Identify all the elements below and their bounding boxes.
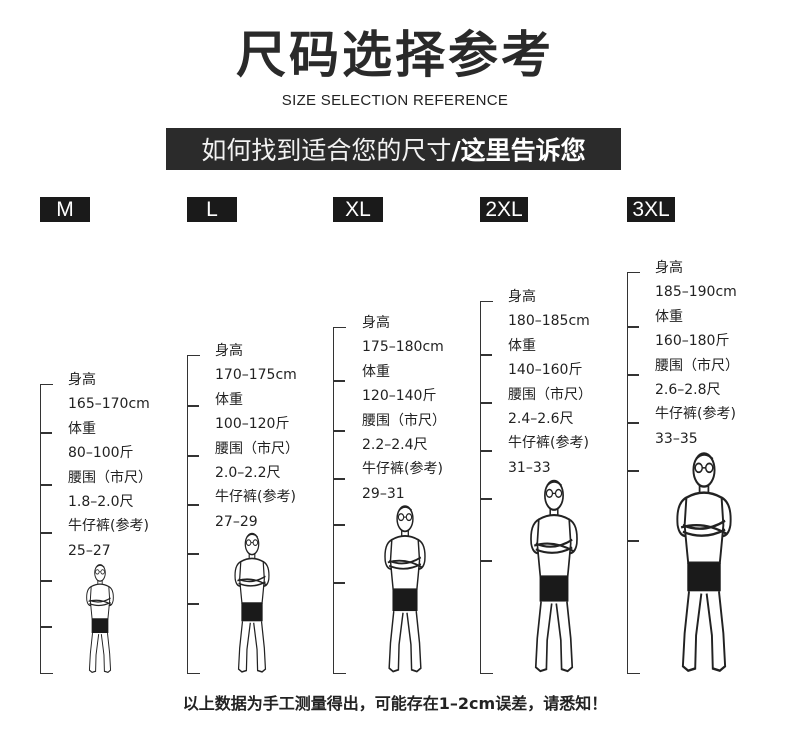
weight-label: 体重 (68, 420, 96, 437)
measure-bracket-2xl (480, 301, 493, 674)
weight-label: 体重 (215, 391, 243, 408)
height-value: 185–190cm (655, 284, 737, 301)
measure-tick (187, 455, 199, 457)
measure-tick (333, 478, 345, 480)
spec-list-3xl: 身高 185–190cm 体重 160–180斤 腰围（市尺） 2.6–2.8尺… (655, 256, 739, 451)
weight-label: 体重 (655, 308, 683, 325)
measure-tick (187, 405, 199, 407)
measure-tick (333, 582, 345, 584)
size-tag-m: M (40, 197, 90, 222)
measure-tick (187, 504, 199, 506)
jeans-label: 牛仔裤(参考) (362, 461, 443, 478)
measure-tick (480, 498, 492, 500)
measure-bracket-m (40, 384, 53, 674)
waist-label: 腰围（市尺） (362, 412, 446, 429)
height-value: 175–180cm (362, 339, 444, 356)
size-tag-3xl: 3XL (627, 197, 675, 222)
waist-value: 2.2–2.4尺 (362, 436, 428, 453)
weight-value: 140–160斤 (508, 362, 583, 379)
measure-tick (627, 374, 639, 376)
measure-bracket-l (187, 355, 200, 674)
banner-question: 如何找到适合您的尺寸 (201, 136, 452, 165)
spec-list-l: 身高 170–175cm 体重 100–120斤 腰围（市尺） 2.0–2.2尺… (215, 339, 299, 534)
weight-label: 体重 (362, 363, 390, 380)
person-figure-icon (234, 532, 270, 673)
measure-bracket-xl (333, 327, 346, 674)
height-value: 170–175cm (215, 367, 297, 384)
measure-tick (40, 626, 52, 628)
size-tag-xl: XL (333, 197, 383, 222)
waist-value: 2.4–2.6尺 (508, 410, 574, 427)
height-label: 身高 (68, 372, 96, 388)
measure-tick (333, 430, 345, 432)
measure-tick (333, 524, 345, 526)
measure-tick (480, 354, 492, 356)
jeans-label: 牛仔裤(参考) (508, 435, 589, 452)
size-tag-l: L (187, 197, 237, 222)
measurement-disclaimer: 以上数据为手工测量得出，可能存在1–2cm误差，请悉知！ (182, 694, 608, 713)
banner-answer: /这里告诉您 (451, 136, 586, 165)
waist-label: 腰围（市尺） (215, 440, 299, 457)
height-label: 身高 (362, 315, 390, 331)
person-figure-icon (676, 452, 732, 672)
measure-tick (627, 326, 639, 328)
spec-list-2xl: 身高 180–185cm 体重 140–160斤 腰围（市尺） 2.4–2.6尺… (508, 285, 592, 480)
measure-tick (187, 553, 199, 555)
weight-value: 80–100斤 (68, 445, 134, 462)
spec-list-m: 身高 165–170cm 体重 80–100斤 腰围（市尺） 1.8–2.0尺 … (68, 368, 152, 563)
height-label: 身高 (508, 289, 536, 305)
jeans-value: 27–29 (215, 513, 258, 530)
weight-value: 100–120斤 (215, 416, 290, 433)
size-tag-2xl: 2XL (480, 197, 528, 222)
jeans-label: 牛仔裤(参考) (655, 406, 736, 423)
measure-tick (333, 380, 345, 382)
measure-tick (480, 402, 492, 404)
waist-value: 1.8–2.0尺 (68, 493, 134, 510)
waist-label: 腰围（市尺） (655, 357, 739, 374)
measure-tick (480, 450, 492, 452)
measure-tick (627, 540, 639, 542)
jeans-value: 29–31 (362, 485, 405, 502)
measure-tick (627, 470, 639, 472)
waist-value: 2.6–2.8尺 (655, 381, 721, 398)
height-value: 180–185cm (508, 313, 590, 330)
height-value: 165–170cm (68, 396, 150, 413)
weight-label: 体重 (508, 337, 536, 354)
measure-tick (40, 432, 52, 434)
spec-list-xl: 身高 175–180cm 体重 120–140斤 腰围（市尺） 2.2–2.4尺… (362, 311, 446, 506)
jeans-label: 牛仔裤(参考) (215, 489, 296, 506)
jeans-value: 31–33 (508, 459, 551, 476)
measure-tick (40, 484, 52, 486)
measure-tick (40, 532, 52, 534)
person-figure-icon (529, 479, 579, 673)
measure-tick (187, 603, 199, 605)
weight-value: 120–140斤 (362, 388, 437, 405)
height-label: 身高 (655, 260, 683, 276)
waist-label: 腰围（市尺） (68, 469, 152, 486)
person-figure-icon (384, 505, 426, 673)
measure-tick (627, 422, 639, 424)
measure-tick (40, 580, 52, 582)
page-title: 尺码选择参考 (236, 26, 554, 84)
jeans-value: 33–35 (655, 430, 698, 447)
measure-tick (480, 560, 492, 562)
guide-banner: 如何找到适合您的尺寸/这里告诉您 (166, 128, 621, 170)
waist-label: 腰围（市尺） (508, 386, 592, 403)
weight-value: 160–180斤 (655, 333, 730, 350)
jeans-label: 牛仔裤(参考) (68, 518, 149, 535)
waist-value: 2.0–2.2尺 (215, 464, 281, 481)
page-subtitle: SIZE SELECTION REFERENCE (281, 92, 509, 109)
person-figure-icon (86, 564, 114, 673)
jeans-value: 25–27 (68, 542, 111, 559)
height-label: 身高 (215, 343, 243, 359)
measure-bracket-3xl (627, 272, 640, 674)
